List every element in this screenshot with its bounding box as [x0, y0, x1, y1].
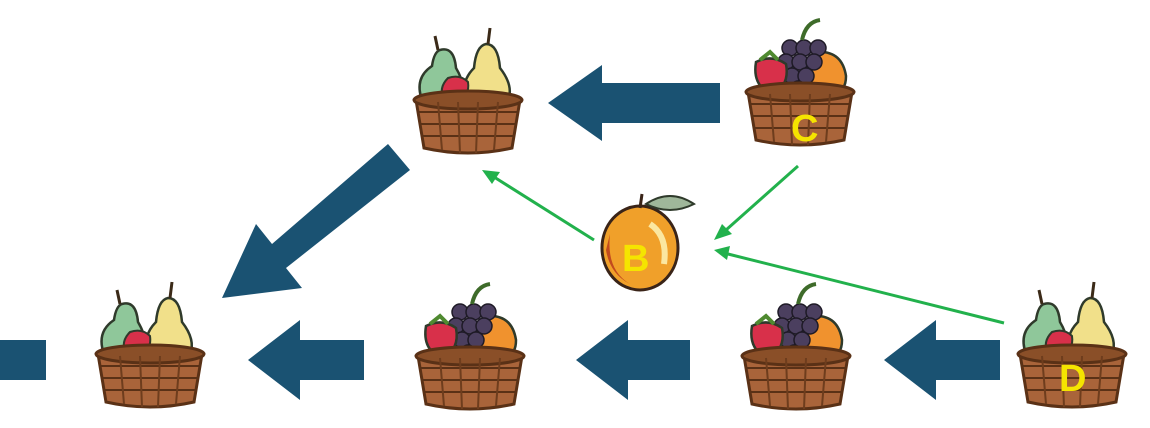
arrow-exit-left	[0, 340, 46, 380]
node-mixed-basket-bottom-1	[416, 284, 524, 409]
node-mixed-basket-bottom-2	[742, 284, 850, 409]
arrow-c-to-top-basket	[548, 65, 720, 141]
small-arrows	[482, 164, 1005, 325]
arrow-bottom-1-to-bottom-left	[248, 320, 364, 400]
arrow-bottom-2-to-bottom-1	[576, 320, 690, 400]
arrow-d-to-b	[714, 246, 1005, 325]
label-d: D	[1059, 358, 1087, 400]
node-pear-basket-top	[414, 28, 522, 153]
arrow-b-to-top-basket	[482, 170, 595, 242]
label-c: C	[791, 108, 819, 150]
arrow-d-to-bottom-2	[884, 320, 1000, 400]
big-arrows	[0, 65, 1000, 400]
arrow-c-to-b	[714, 164, 799, 240]
arrow-top-basket-to-bottom-left	[222, 144, 410, 298]
node-pear-basket-bottom-left	[96, 282, 204, 407]
label-b: B	[622, 238, 650, 280]
